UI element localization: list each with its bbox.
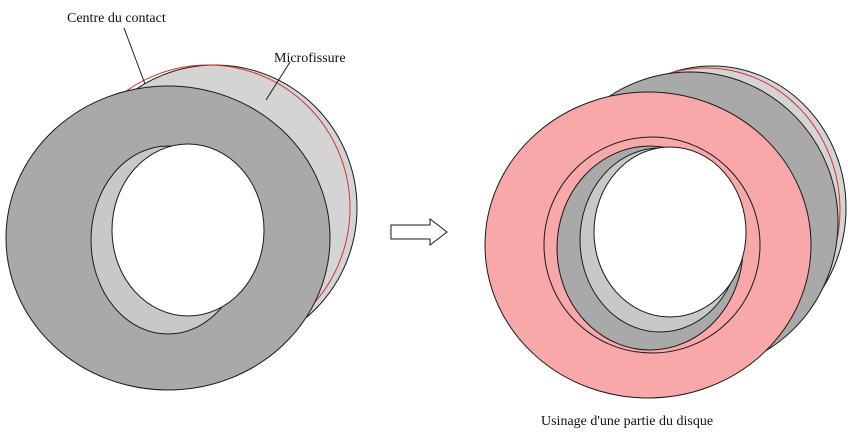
machining-caption: Usinage d'une partie du disque bbox=[541, 414, 713, 429]
machined-disc-hole bbox=[593, 146, 747, 318]
microcrack-label: Microfissure bbox=[274, 51, 346, 66]
original-disc bbox=[5, 64, 358, 391]
contact-center-leader bbox=[123, 27, 146, 85]
contact-center-label: Centre du contact bbox=[67, 11, 166, 26]
original-disc-hole bbox=[111, 143, 265, 317]
machined-disc bbox=[484, 65, 847, 399]
microcrack-leader bbox=[265, 61, 291, 101]
right-arrow-outline-icon bbox=[390, 217, 448, 247]
